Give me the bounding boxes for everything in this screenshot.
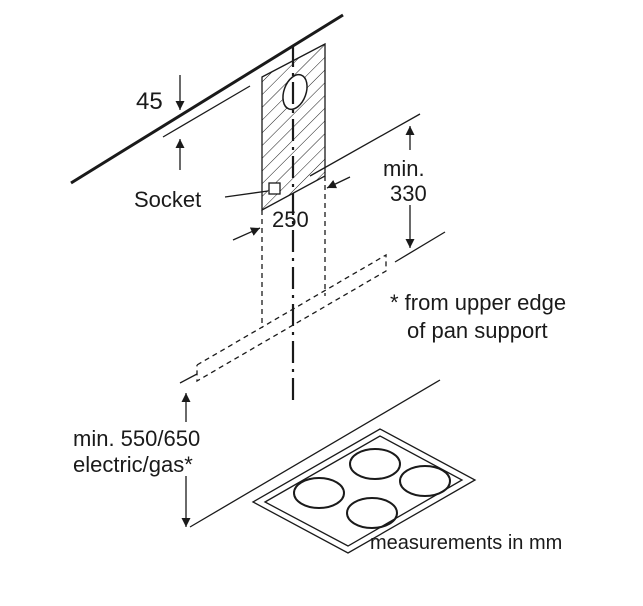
dim-250-label: 250 — [272, 207, 309, 232]
pan-support-note-line2: of pan support — [407, 318, 548, 343]
burner-front — [346, 497, 398, 529]
burner-left — [293, 477, 345, 509]
hob-outer — [251, 428, 477, 554]
ceiling-line — [70, 13, 344, 185]
dim-45-label: 45 — [136, 88, 163, 115]
min-label: min. — [383, 156, 425, 181]
dim-330-label: 330 — [390, 181, 427, 206]
dim-250-arrow-right — [326, 176, 351, 189]
socket-leader — [224, 190, 269, 198]
min-550-650-label: min. 550/650 — [73, 426, 200, 451]
measurements-note: measurements in mm — [370, 532, 562, 554]
oval-cutout — [282, 73, 308, 111]
burner-back — [349, 448, 401, 480]
dim-250-arrow-left — [232, 227, 261, 241]
dim-330-ext-top — [309, 113, 421, 177]
hob-inner — [263, 435, 464, 547]
socket-label: Socket — [134, 187, 201, 212]
dim-550-ext-top — [179, 373, 198, 384]
dim-330-ext-bottom — [394, 231, 446, 263]
dim-45-extension — [162, 85, 251, 138]
canopy-dashed — [196, 253, 387, 383]
worktop-back-edge — [189, 379, 441, 528]
burner-right — [399, 465, 451, 497]
pan-support-note-line1: * from upper edge — [390, 290, 566, 315]
electric-gas-label: electric/gas* — [73, 452, 193, 477]
socket-box — [268, 182, 281, 195]
